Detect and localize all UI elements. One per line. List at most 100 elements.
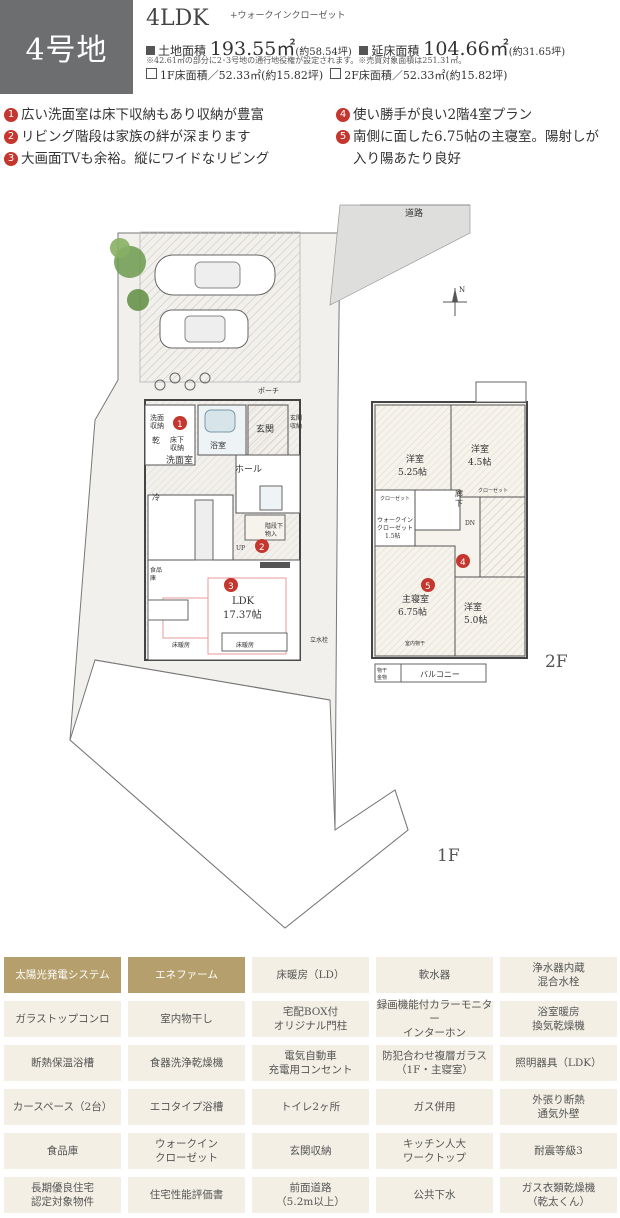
- faucet-label: 立水栓: [310, 636, 328, 644]
- land-area-tsubo: (約58.54坪): [295, 47, 352, 58]
- ldk-label: LDK: [232, 596, 255, 607]
- road-label: 道路: [405, 207, 423, 219]
- tree-icon: [110, 238, 149, 311]
- refrigerator-label: 冷: [152, 492, 160, 502]
- equipment-item: ウォークイン クローゼット: [128, 1133, 245, 1169]
- western-room-3-size: 5.0帖: [464, 614, 487, 626]
- floor-plan: 道路 N: [69, 204, 528, 929]
- equipment-item: 住宅性能評価書: [128, 1177, 245, 1213]
- equipment-item: 前面道路 （5.2m以上）: [252, 1177, 369, 1213]
- feature-marker-1: 1: [173, 416, 187, 430]
- bath-label: 浴室: [210, 440, 226, 450]
- svg-text:5: 5: [425, 582, 431, 592]
- first-floor-area: 1F床面積／52.33㎡(約15.82坪): [160, 69, 324, 82]
- floor-area-value: 104.66㎡: [423, 38, 509, 60]
- north-label: N: [459, 286, 465, 294]
- layout-subtitle: +ウォークインクローゼット: [230, 11, 346, 21]
- feature-number-icon: 5: [336, 130, 350, 144]
- corridor-label: 廊: [455, 488, 463, 498]
- layout-type: 4LDK: [146, 6, 209, 31]
- feature-marker-5: 5: [421, 578, 435, 592]
- stair-storage-label: 階段下: [265, 522, 283, 530]
- svg-text:3: 3: [228, 582, 234, 592]
- equipment-item: 公共下水: [376, 1177, 493, 1213]
- svg-text:物入: 物入: [265, 530, 277, 538]
- indoor-drying-label: 室内物干: [405, 640, 425, 647]
- equipment-item: 食品庫: [4, 1133, 121, 1169]
- svg-text:1.5帖: 1.5帖: [385, 532, 401, 540]
- equipment-item: 浴室暖房 換気乾燥機: [500, 1001, 617, 1037]
- equipment-item: 電気自動車 充電用コンセント: [252, 1045, 369, 1081]
- svg-text:金物: 金物: [377, 674, 387, 681]
- stairs-up-label: UP: [236, 545, 245, 552]
- equipment-item: 宅配BOX付 オリジナル門柱: [252, 1001, 369, 1037]
- first-floor-plan: 洗面 収納 乾 床下 収納 洗面室 浴室 玄関 玄関 収納 ポーチ ホール 冷 …: [144, 387, 328, 661]
- master-bedroom-size: 6.75帖: [398, 606, 427, 618]
- svg-text:床暖房: 床暖房: [236, 641, 254, 649]
- road: 道路: [329, 204, 471, 306]
- feature-marker-2: 2: [255, 539, 269, 553]
- floor-heating-label: 床暖房: [172, 641, 190, 649]
- western-room-3-label: 洋室: [464, 601, 482, 613]
- land-area-value: 193.55㎡: [209, 38, 296, 60]
- north-arrow-icon: N: [443, 286, 467, 316]
- second-floor-label: 2F: [545, 652, 568, 672]
- equipment-item: エコタイプ浴槽: [128, 1089, 245, 1125]
- entrance-label: 玄関: [256, 423, 274, 435]
- floor-areas: 1F床面積／52.33㎡(約15.82坪) 2F床面積／52.33㎡(約15.8…: [146, 67, 507, 83]
- floor-area-tsubo: (約31.65坪): [508, 47, 566, 58]
- equipment-item: 照明器具（LDK）: [500, 1045, 617, 1081]
- equipment-item: キッチン人大 ワークトップ: [376, 1133, 493, 1169]
- western-room-2-size: 4.5帖: [468, 456, 491, 468]
- equipment-item: カースペース（2台）: [4, 1089, 121, 1125]
- equipment-item: 長期優良住宅 認定対象物件: [4, 1177, 121, 1213]
- balcony-label: バルコニー: [420, 670, 460, 679]
- equipment-item: 浄水器内蔵 混合水栓: [500, 957, 617, 993]
- equipment-item: 食器洗浄乾燥機: [128, 1045, 245, 1081]
- pantry-label: 食品: [150, 566, 162, 574]
- closet-label: クローゼット: [380, 495, 410, 502]
- svg-text:収納: 収納: [170, 443, 184, 452]
- hall-label: ホール: [235, 464, 262, 475]
- square-bullet-icon: [359, 46, 369, 55]
- stairs-down-label: DN: [465, 520, 475, 527]
- second-floor-area: 2F床面積／52.33㎡(約15.82坪): [344, 69, 508, 82]
- square-bullet-icon: [146, 46, 155, 55]
- car-icon: [154, 254, 276, 296]
- master-bedroom-label: 主寝室: [402, 593, 429, 605]
- drying-hardware-label: 物干: [377, 667, 387, 674]
- western-room-1-size: 5.25帖: [398, 466, 427, 478]
- svg-text:2: 2: [259, 543, 265, 553]
- box-bullet-icon: [330, 68, 342, 79]
- svg-text:下: 下: [455, 499, 463, 508]
- equipment-item: 太陽光発電システム: [4, 957, 121, 993]
- feature-marker-4: 4: [456, 554, 470, 568]
- second-floor-plan: 洋室 5.25帖 洋室 4.5帖 廊 下 DN ウォークイン クローゼット 1.…: [371, 381, 528, 683]
- bicycle-icon: [154, 372, 211, 391]
- ldk-size: 17.37帖: [223, 608, 262, 621]
- equipment-item: ガラストップコンロ: [4, 1001, 121, 1037]
- svg-text:1: 1: [177, 420, 183, 430]
- area-summary: 土地面積 193.55㎡(約58.54坪) 延床面積 104.66㎡(約31.6…: [146, 34, 565, 61]
- equipment-item: 玄関収納: [252, 1133, 369, 1169]
- equipment-item: エネファーム: [128, 957, 245, 993]
- equipment-item: 室内物干し: [128, 1001, 245, 1037]
- dryer-label: 乾: [152, 435, 160, 445]
- feature-item: 入り陽あたり良好: [353, 151, 461, 167]
- walk-in-closet-label: ウォークイン: [377, 516, 413, 524]
- car-icon: [159, 309, 249, 349]
- land-area-label: 土地面積: [158, 44, 207, 58]
- western-room-2-label: 洋室: [471, 443, 489, 455]
- equipment-item: 断熱保温浴槽: [4, 1045, 121, 1081]
- floor-area-label: 延床面積: [371, 44, 420, 58]
- porch-label: ポーチ: [258, 387, 279, 395]
- feature-marker-3: 3: [224, 578, 238, 592]
- svg-text:収納: 収納: [290, 422, 302, 430]
- wash-storage-label: 洗面: [150, 413, 164, 422]
